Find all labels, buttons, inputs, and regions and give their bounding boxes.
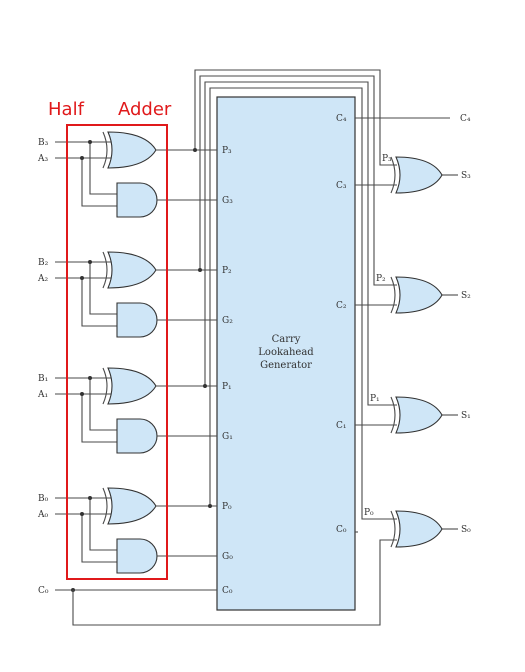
p-loop-wires <box>194 69 397 520</box>
port-c2-label: C₂ <box>336 301 347 311</box>
port-g1-label: G₁ <box>222 432 233 442</box>
xor-p1-label: P₁ <box>370 394 380 404</box>
input-b3-label: B₃ <box>38 138 49 148</box>
port-g3-label: G₃ <box>222 196 233 206</box>
xor-gate-stage-3 <box>107 131 157 169</box>
output-wiring <box>355 117 458 533</box>
half-annotation: Half <box>48 99 85 120</box>
xor-gate-stage-1 <box>107 367 157 405</box>
xor-gate-stage-0 <box>107 487 157 525</box>
port-p1-label: P₁ <box>222 382 232 392</box>
output-s1-label: S₁ <box>461 411 471 421</box>
port-g0-label: G₀ <box>222 552 233 562</box>
output-s0-label: S₀ <box>461 525 471 535</box>
and-gate-stage-0 <box>116 538 158 574</box>
xor-p2-label: P₂ <box>376 274 386 284</box>
port-p2-label: P₂ <box>222 266 232 276</box>
input-c0-label: C₀ <box>38 586 49 596</box>
cla-title-line2: Lookahead <box>258 347 314 358</box>
port-c4-label: C₄ <box>336 114 347 124</box>
output-s2-label: S₂ <box>461 291 471 301</box>
port-c1-label: C₁ <box>336 421 347 431</box>
output-s3-label: S₃ <box>461 171 471 181</box>
input-a1-label: A₁ <box>37 390 48 400</box>
input-b2-label: B₂ <box>38 258 49 268</box>
port-p0-label: P₀ <box>222 502 232 512</box>
cla-title-line3: Generator <box>260 360 312 371</box>
and-gate-stage-3 <box>116 182 158 218</box>
half-adder-stage-2 <box>55 251 217 338</box>
input-a2-label: A₂ <box>37 274 48 284</box>
half-adder-stage-1 <box>55 367 217 454</box>
carry-lookahead-generator-box <box>216 96 356 611</box>
output-xor-gate-1 <box>390 396 443 434</box>
output-c4-label: C₄ <box>460 114 471 124</box>
input-b1-label: B₁ <box>38 374 48 384</box>
and-gate-stage-2 <box>116 302 158 338</box>
xor-p3-label: P₃ <box>382 154 392 164</box>
xor-gate-stage-2 <box>107 251 157 289</box>
half-adder-stage-0 <box>55 487 217 574</box>
c0-wiring <box>55 539 397 626</box>
port-c0-out-label: C₀ <box>336 525 347 535</box>
half-adder-stage-3 <box>55 131 217 218</box>
xor-p0-label: P₀ <box>364 508 374 518</box>
port-p3-label: P₃ <box>222 146 232 156</box>
and-gate-stage-1 <box>116 418 158 454</box>
input-a3-label: A₃ <box>37 154 48 164</box>
port-c0-label: C₀ <box>222 586 233 596</box>
port-g2-label: G₂ <box>222 316 233 326</box>
output-xor-gate-0 <box>390 510 443 548</box>
adder-annotation: Adder <box>118 99 172 120</box>
half-adder-highlight-box <box>66 124 168 580</box>
input-b0-label: B₀ <box>38 494 49 504</box>
output-xor-gate-3 <box>390 156 443 194</box>
cla-title-line1: Carry <box>272 334 301 345</box>
output-xor-gate-2 <box>390 276 443 314</box>
port-c3-label: C₃ <box>336 181 347 191</box>
input-a0-label: A₀ <box>37 510 48 520</box>
